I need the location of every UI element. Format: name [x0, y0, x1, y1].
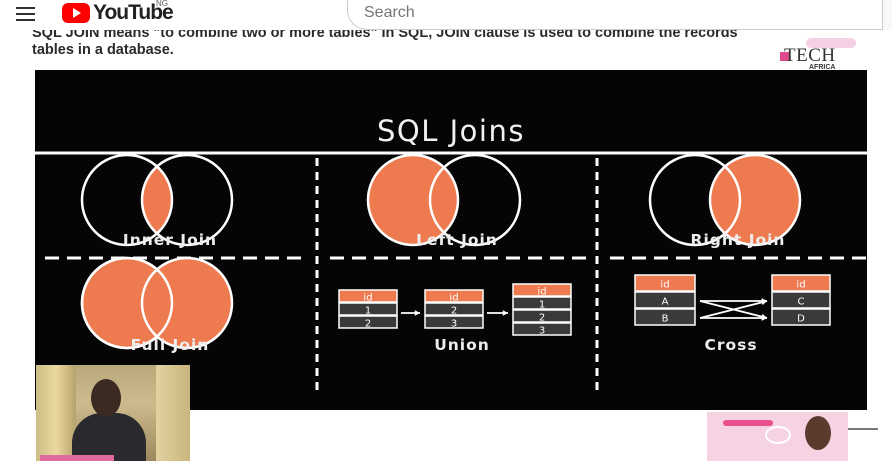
table-cell-text: 2 — [365, 319, 371, 330]
cross-arrow-2-head — [761, 299, 767, 306]
cross-arrow-4-head — [761, 315, 767, 321]
right-circle-filled — [708, 153, 802, 247]
table-header-text: id — [796, 280, 805, 291]
table-cell — [634, 291, 696, 309]
right-join-venn — [648, 153, 802, 247]
label-right-join: Right Join — [690, 231, 786, 249]
presenter-head — [91, 379, 121, 417]
table-cell-text: C — [798, 297, 805, 308]
table-cell — [771, 308, 831, 326]
youtube-header: YouTube NG — [0, 0, 892, 30]
slide-top-line: SQL JOIN means "to combine two or more t… — [32, 30, 738, 42]
table-header-text: id — [449, 293, 458, 304]
table-header-cell — [634, 274, 696, 292]
left-circle-right — [428, 153, 522, 247]
full-circle-right — [140, 256, 234, 350]
slide-text: SQL JOIN means "to combine two or more t… — [32, 30, 772, 58]
table-cell-text: 2 — [539, 313, 545, 324]
logo-tech-text: TECH — [784, 45, 836, 66]
label-full-join: Full Join — [130, 336, 210, 354]
table-header-cell — [424, 289, 484, 303]
diagram-title: SQL Joins — [377, 114, 525, 148]
search-box[interactable] — [347, 0, 882, 30]
thumbnail-graphic — [765, 426, 791, 444]
full-join-venn — [80, 256, 234, 350]
table-cell-text: D — [797, 314, 805, 325]
inner-circle-right — [140, 153, 234, 247]
label-left-join: Left Join — [416, 231, 498, 249]
left-join-venn — [366, 153, 522, 247]
table-header-text: id — [660, 280, 669, 291]
table-header-cell — [338, 289, 398, 303]
table-header-cell — [771, 274, 831, 292]
union-arrow-1-head — [414, 310, 420, 316]
logo-swoosh — [806, 38, 856, 48]
union-table-1: id 1 2 — [338, 289, 398, 330]
union-table-2: id 2 3 — [424, 289, 484, 330]
table-cell-text: 1 — [365, 306, 371, 317]
video-player[interactable]: SQL JOIN means "to combine two or more t… — [0, 30, 892, 461]
table-cell-text: 2 — [451, 306, 457, 317]
table-header-text: id — [363, 293, 372, 304]
presenter-webcam — [36, 365, 190, 461]
label-union: Union — [434, 336, 490, 354]
inner-circle-left — [80, 153, 174, 247]
webcam-curtain-right — [156, 365, 190, 461]
thumbnail-text-bar — [723, 420, 773, 426]
table-cell — [338, 302, 398, 316]
table-header-cell — [512, 283, 572, 297]
label-cross: Cross — [704, 336, 758, 354]
search-input[interactable] — [362, 1, 846, 25]
sql-joins-diagram: SQL Joins — [35, 70, 867, 410]
presenter-body — [72, 413, 146, 461]
right-circle-left — [648, 153, 742, 247]
cross-arrow-3 — [699, 300, 768, 319]
region-code: NG — [156, 0, 168, 8]
table-cell — [512, 322, 572, 336]
inner-join-venn — [80, 153, 234, 247]
sponsor-thumbnail[interactable] — [707, 412, 848, 461]
table-cell — [338, 315, 398, 329]
union-arrow-2-head — [502, 310, 508, 316]
table-cell — [512, 296, 572, 310]
table-header-text: id — [537, 287, 546, 298]
webcam-curtain-left — [36, 365, 76, 461]
search-button-edge[interactable] — [882, 0, 892, 30]
hamburger-menu-icon[interactable] — [16, 4, 38, 22]
table-cell — [512, 309, 572, 323]
logo-africa-text: AFRICA — [809, 64, 836, 71]
tech-africa-logo: TECH AFRICA — [776, 36, 856, 71]
inner-intersection — [142, 155, 172, 245]
thumbnail-face — [805, 416, 831, 450]
table-cell — [634, 308, 696, 326]
slide-second-line: tables in a database. — [32, 42, 174, 58]
union-diagram: id 1 2 id 2 3 id 1 2 3 — [338, 283, 572, 337]
table-cell-text: 3 — [451, 319, 457, 330]
table-cell-text: B — [662, 314, 669, 325]
union-result-table: id 1 2 3 — [512, 283, 572, 337]
youtube-logo[interactable]: YouTube — [62, 1, 174, 25]
youtube-play-icon — [62, 3, 90, 23]
table-cell — [424, 315, 484, 329]
logo-text: YouTube — [93, 1, 174, 24]
label-inner-join: Inner Join — [122, 231, 218, 249]
webcam-name-tag — [40, 455, 114, 461]
logo-square-icon — [780, 52, 789, 61]
table-cell — [771, 291, 831, 309]
table-cell-text: 3 — [539, 326, 545, 337]
table-cell — [424, 302, 484, 316]
table-cell-text: A — [662, 297, 669, 308]
table-cell-text: 1 — [539, 300, 545, 311]
player-edge-line — [848, 428, 878, 430]
